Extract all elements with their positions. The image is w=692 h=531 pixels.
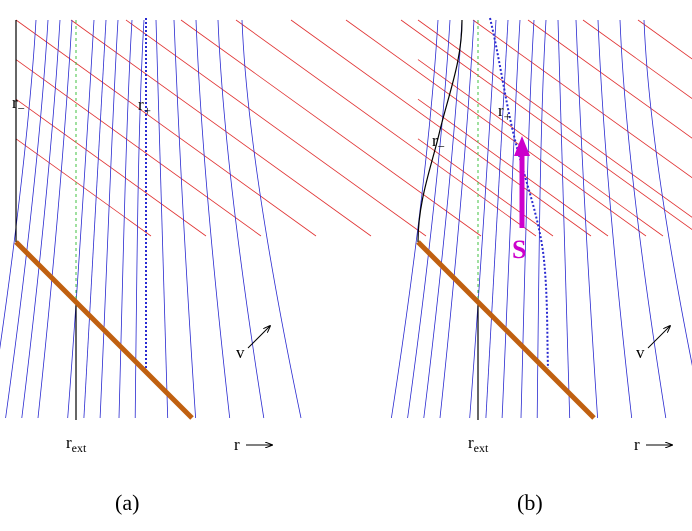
caption-b: (b): [517, 490, 543, 515]
ingoing-line: [400, 19, 692, 231]
ingoing-line: [15, 59, 262, 237]
ingoing-line: [417, 19, 692, 218]
r-minus-boundary: [417, 19, 463, 243]
outgoing-null-lines: [391, 19, 692, 419]
r-axis-label: r: [634, 435, 640, 454]
outgoing-line: [0, 19, 37, 350]
s-arrowhead: [514, 136, 530, 156]
ingoing-line: [235, 19, 537, 237]
ingoing-line: [345, 19, 647, 237]
panel-a: r− r+ rext v r (a): [0, 18, 692, 515]
outgoing-line: [391, 19, 439, 419]
ingoing-null-lines: [417, 19, 692, 237]
caption-a: (a): [115, 490, 139, 515]
outgoing-line: [619, 19, 667, 419]
r-ext-label: rext: [66, 433, 87, 455]
r-ext-label: rext: [468, 433, 489, 455]
outgoing-line: [439, 19, 475, 419]
ingoing-line: [637, 19, 692, 60]
r-minus-label: r−: [432, 131, 445, 154]
collapsing-shell: [416, 240, 596, 420]
ingoing-line: [472, 19, 692, 179]
outgoing-line: [118, 19, 133, 419]
outgoing-line: [536, 19, 547, 419]
outgoing-line: [173, 19, 196, 419]
ingoing-line: [15, 19, 317, 237]
outgoing-line: [155, 19, 169, 419]
r-plus-horizon: [489, 17, 549, 369]
v-axis-label: v: [636, 343, 645, 362]
r-axis-label: r: [234, 435, 240, 454]
v-axis-arrow: [647, 326, 670, 349]
ingoing-line: [582, 19, 692, 99]
outgoing-line: [597, 19, 633, 419]
outgoing-line: [134, 19, 145, 419]
outgoing-line: [67, 19, 95, 419]
outgoing-line: [241, 19, 302, 419]
outgoing-line: [195, 19, 231, 419]
collapsing-shell: [14, 240, 194, 420]
outgoing-line: [485, 19, 509, 419]
outgoing-line: [217, 19, 265, 419]
outgoing-null-lines: [0, 19, 302, 419]
outgoing-line: [643, 19, 692, 366]
r-minus-label: r−: [12, 93, 25, 116]
outgoing-line: [575, 19, 598, 419]
r-plus-label: r+: [498, 101, 511, 124]
v-axis-label: v: [236, 343, 245, 362]
ingoing-line: [125, 19, 427, 237]
ingoing-line: [70, 19, 372, 237]
outgoing-line: [469, 19, 497, 419]
outgoing-line: [5, 19, 49, 419]
v-axis-arrow: [247, 326, 270, 349]
ingoing-line: [180, 19, 482, 237]
ingoing-line: [417, 59, 664, 237]
r-plus-label: r+: [138, 95, 151, 118]
outgoing-line: [83, 19, 107, 419]
outgoing-line: [21, 19, 61, 419]
panel-b: S r− r+ rext v r (b): [391, 17, 692, 515]
outgoing-line: [501, 19, 521, 419]
ingoing-null-lines: [15, 19, 692, 237]
outgoing-line: [407, 19, 451, 419]
outgoing-line: [99, 19, 119, 419]
ingoing-line: [527, 19, 692, 139]
outgoing-line: [520, 19, 535, 419]
outgoing-line: [37, 19, 73, 419]
s-label: S: [512, 235, 526, 264]
outgoing-line: [423, 19, 463, 419]
